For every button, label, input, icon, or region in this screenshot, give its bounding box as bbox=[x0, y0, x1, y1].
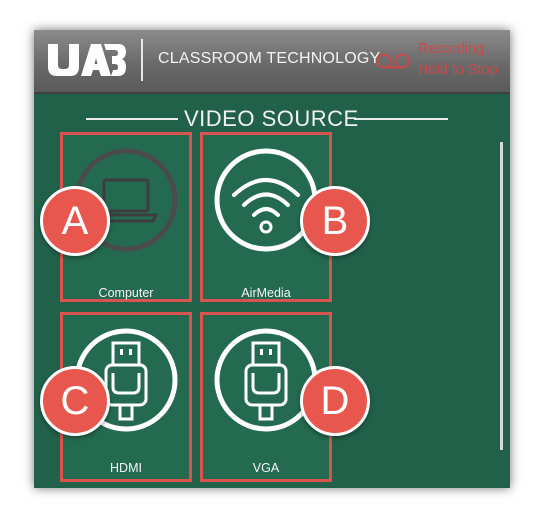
app-title: CLASSROOM TECHNOLOGY bbox=[158, 50, 381, 67]
recording-button[interactable]: Recording Hold to Stop bbox=[372, 38, 504, 84]
badge-a: A bbox=[40, 186, 110, 256]
badge-b: B bbox=[300, 186, 370, 256]
section-rule-left bbox=[86, 118, 178, 120]
header-bar: CLASSROOM TECHNOLOGY Recording Hold to S… bbox=[34, 30, 510, 94]
section-title: VIDEO SOURCE bbox=[184, 106, 359, 131]
recording-status-text: Recording bbox=[418, 41, 485, 57]
source-label-hdmi: HDMI bbox=[110, 461, 142, 475]
header-divider bbox=[141, 39, 143, 81]
source-label-airmedia: AirMedia bbox=[241, 286, 291, 300]
scrollbar[interactable] bbox=[500, 142, 503, 450]
source-label-computer: Computer bbox=[98, 286, 154, 300]
recording-hint-text: Hold to Stop bbox=[418, 62, 498, 78]
section-rule-right bbox=[354, 118, 448, 120]
badge-c: C bbox=[40, 366, 110, 436]
control-panel-window: CLASSROOM TECHNOLOGY Recording Hold to S… bbox=[34, 30, 510, 488]
voicemail-icon bbox=[376, 53, 410, 69]
uab-logo bbox=[48, 44, 126, 76]
section-header: VIDEO SOURCE bbox=[34, 106, 510, 134]
source-label-vga: VGA bbox=[252, 461, 280, 475]
badge-d: D bbox=[300, 366, 370, 436]
